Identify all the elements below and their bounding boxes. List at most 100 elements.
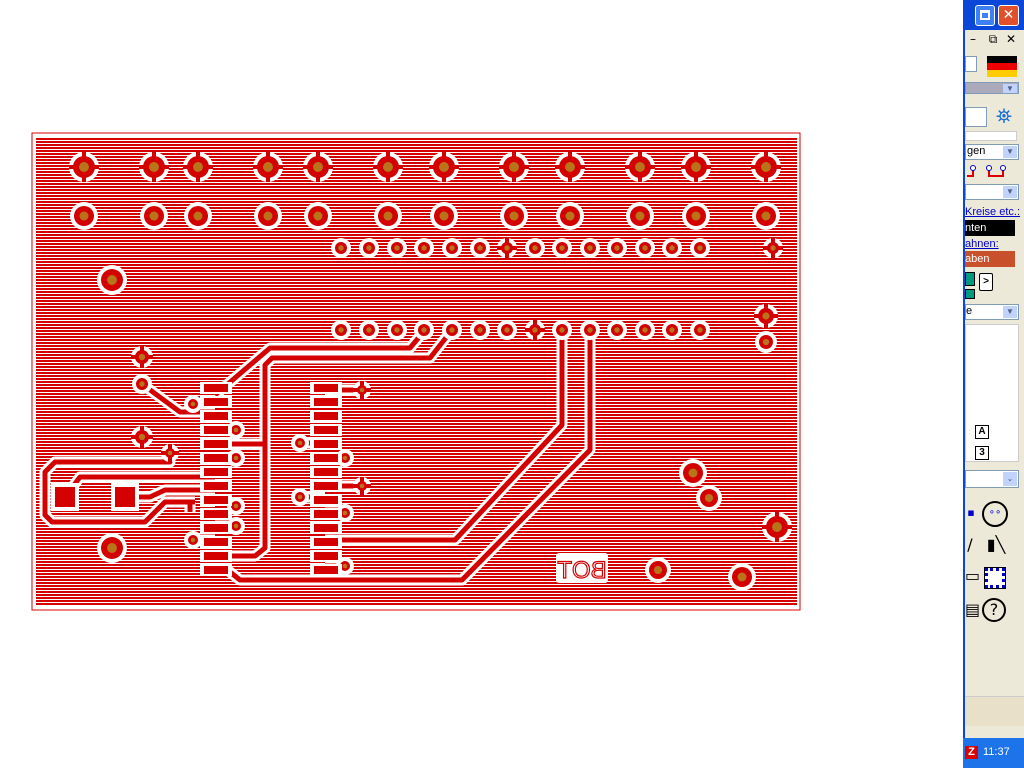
- drill-hole: [691, 211, 701, 221]
- smd-large-pad: [55, 487, 75, 507]
- drill-hole: [338, 245, 344, 251]
- drill-hole: [107, 275, 117, 285]
- drill-hole: [439, 211, 449, 221]
- drill-hole: [190, 537, 196, 543]
- drill-hole: [338, 327, 344, 333]
- drill-hole: [138, 353, 146, 361]
- close-button[interactable]: ✕: [998, 5, 1019, 26]
- layer-combo[interactable]: gen▼: [965, 144, 1019, 160]
- smd-pad-ic1: [204, 524, 228, 532]
- sil-ic-tool-icon[interactable]: ▭: [965, 566, 981, 585]
- tool-panel: ✕ – ⧉ ✕ ▼ ⛯ gen▼ ▼ Kreise etc.: nten ahn…: [963, 0, 1024, 738]
- smd-pad-ic2: [314, 440, 338, 448]
- smd-pad-ic1: [204, 566, 228, 574]
- drill-hole: [297, 494, 303, 500]
- options-combo[interactable]: e▼: [965, 304, 1019, 320]
- bottom-combo[interactable]: ⌄: [965, 470, 1019, 488]
- mdi-close-icon[interactable]: ✕: [1005, 32, 1017, 46]
- help-icon[interactable]: ?: [982, 598, 1006, 622]
- smd-pad-ic2: [314, 426, 338, 434]
- drill-hole: [366, 327, 372, 333]
- smd-pad-ic2: [314, 398, 338, 406]
- drill-hole: [772, 522, 782, 532]
- drill-hole: [565, 162, 575, 172]
- pcb-canvas[interactable]: BOT: [0, 0, 963, 768]
- drill-hole: [559, 327, 565, 333]
- drill-hole: [559, 245, 565, 251]
- line-tool-icon[interactable]: /: [967, 535, 973, 554]
- qfp-ic-tool-icon[interactable]: [984, 567, 1006, 589]
- component-tool-icon[interactable]: ▮╲: [986, 535, 1006, 554]
- taskbar-tray: Z 11:37: [963, 738, 1024, 768]
- binoculars-icon[interactable]: ⛯: [996, 104, 1012, 128]
- clock: 11:37: [983, 746, 1010, 758]
- smd-pad-ic2: [314, 510, 338, 518]
- drill-hole: [762, 338, 770, 346]
- drill-hole: [642, 327, 648, 333]
- copper-trace: [215, 328, 454, 559]
- color-swatch-2[interactable]: [965, 289, 975, 299]
- drill-hole: [770, 245, 776, 251]
- text-a-button[interactable]: A: [975, 425, 989, 439]
- smd-pad-ic1: [204, 454, 228, 462]
- circles-link[interactable]: Kreise etc.:: [965, 206, 1021, 218]
- drill-hole: [263, 211, 273, 221]
- copper-trace: [325, 330, 565, 543]
- drill-hole: [587, 245, 593, 251]
- drill-hole: [149, 211, 159, 221]
- maximize-button[interactable]: [975, 5, 995, 26]
- smd-pad-ic1: [204, 510, 228, 518]
- drill-hole: [762, 312, 770, 320]
- drill-hole: [359, 387, 365, 393]
- pcb-board-view[interactable]: BOT: [0, 0, 963, 768]
- mdi-restore-icon[interactable]: ⧉: [988, 32, 998, 46]
- element-combo[interactable]: ▼: [965, 184, 1019, 200]
- smd-pad-ic1: [204, 482, 228, 490]
- smd-pad-ic1: [204, 440, 228, 448]
- drill-hole: [233, 503, 239, 509]
- smd-pad-ic2: [314, 552, 338, 560]
- drill-hole: [193, 162, 203, 172]
- drill-hole: [704, 493, 714, 503]
- color-swatch-1[interactable]: [965, 272, 975, 286]
- drill-hole: [107, 543, 117, 553]
- track-style-icons[interactable]: [965, 164, 1024, 182]
- german-flag-icon[interactable]: [987, 56, 1017, 77]
- tracks-link[interactable]: ahnen:: [965, 238, 999, 250]
- drill-hole: [167, 450, 173, 456]
- pattern-combo[interactable]: ▼: [965, 82, 1019, 94]
- drill-hole: [421, 327, 427, 333]
- tray-app-icon[interactable]: Z: [965, 746, 978, 759]
- list-tool-icon[interactable]: ▤: [965, 600, 981, 619]
- drill-hole: [383, 162, 393, 172]
- smd-pad-ic2: [314, 524, 338, 532]
- drill-hole: [313, 162, 323, 172]
- smd-pad-tool-icon[interactable]: ▪: [967, 506, 975, 519]
- drill-hole: [149, 162, 159, 172]
- smd-pad-ic2: [314, 496, 338, 504]
- drill-hole: [477, 245, 483, 251]
- drill-hole: [342, 563, 348, 569]
- mdi-minimize-icon[interactable]: –: [970, 32, 976, 46]
- smd-pad-ic1: [204, 426, 228, 434]
- drill-hole: [614, 327, 620, 333]
- selected-circles[interactable]: nten: [965, 220, 1015, 236]
- smd-pad-ic1: [204, 552, 228, 560]
- drill-hole: [504, 245, 510, 251]
- selected-tracks[interactable]: aben: [965, 251, 1015, 267]
- drill-hole: [532, 327, 538, 333]
- drill-hole: [233, 427, 239, 433]
- properties-list[interactable]: [965, 324, 1019, 462]
- drill-hole: [313, 211, 323, 221]
- layer-3-button[interactable]: 3: [975, 446, 989, 460]
- drill-hole: [565, 211, 575, 221]
- circle-pad-tool-icon[interactable]: ∘∘: [982, 501, 1008, 527]
- language-combo[interactable]: [965, 56, 977, 72]
- smd-pad-ic1: [204, 538, 228, 546]
- search-input[interactable]: [965, 107, 987, 127]
- drill-hole: [439, 162, 449, 172]
- smd-pad-ic2: [314, 384, 338, 392]
- next-button[interactable]: >: [979, 273, 993, 291]
- drill-hole: [233, 455, 239, 461]
- drill-hole: [359, 483, 365, 489]
